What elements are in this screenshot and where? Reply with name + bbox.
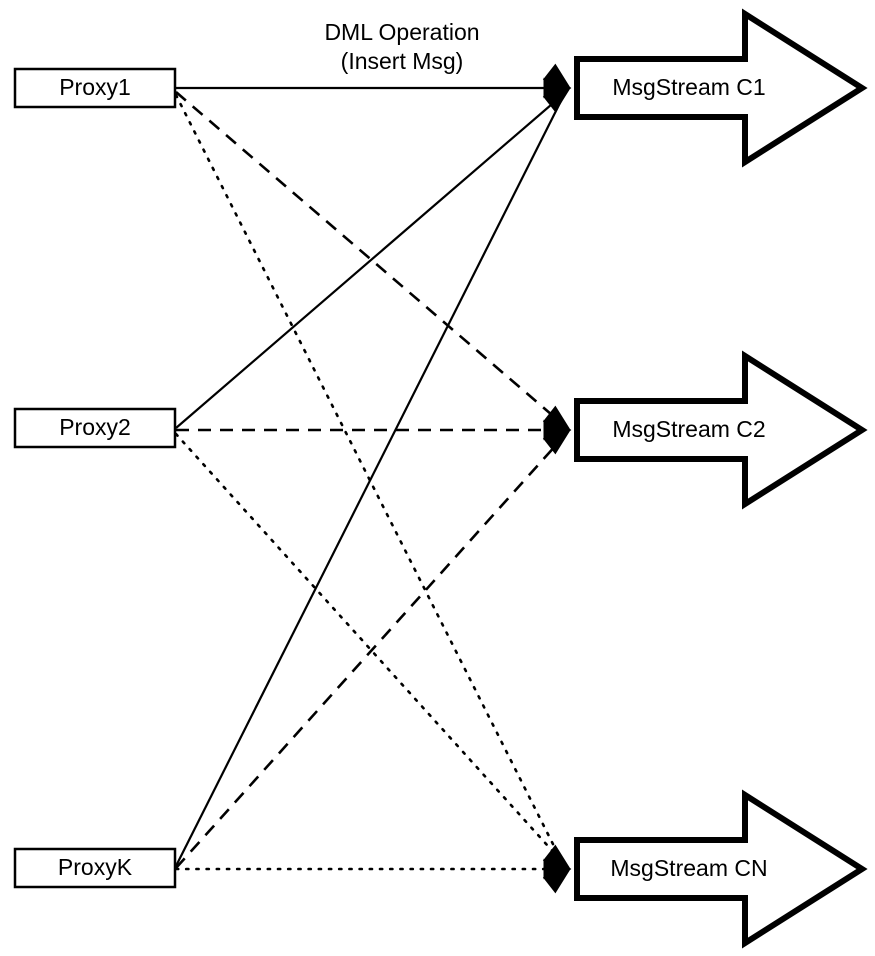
msgstream-label-c2: MsgStream C2 [612, 416, 765, 442]
connection-layer [174, 86, 570, 871]
edge-annotation-dml-operation: DML Operation (Insert Msg) [324, 19, 479, 74]
proxy-node-proxy1[interactable]: Proxy1 [13, 67, 177, 109]
block-arrow-icon-c2[interactable] [574, 350, 868, 510]
proxy-box-proxy2[interactable] [13, 407, 177, 449]
connection-proxy1-to-msgstream-c2[interactable] [175, 91, 567, 428]
arrowhead-icon-msgstream-cn [542, 844, 572, 894]
msgstream-node-group: MsgStream C1 MsgStream C2 MsgStream CN [574, 8, 868, 949]
proxy-box-proxy1[interactable] [13, 67, 177, 109]
arrowhead-barb [542, 844, 572, 870]
arrowhead-icon-msgstream-c2 [542, 405, 572, 455]
connection-proxyk-to-msgstream-c2[interactable] [175, 433, 567, 869]
proxy-box-proxyk[interactable] [13, 847, 177, 889]
msgstream-node-c1[interactable]: MsgStream C1 [574, 8, 868, 168]
arrowhead-layer [542, 63, 572, 894]
proxy-node-proxyk[interactable]: ProxyK [13, 847, 177, 889]
edge-annotation-line1: DML Operation [324, 19, 479, 45]
msgstream-node-c2[interactable]: MsgStream C2 [574, 350, 868, 510]
msgstream-label-c1: MsgStream C1 [612, 74, 765, 100]
proxy-label-proxy2: Proxy2 [59, 414, 131, 440]
arrowhead-barb [542, 63, 572, 89]
block-arrow-icon-c1[interactable] [574, 8, 868, 168]
proxy-node-proxy2[interactable]: Proxy2 [13, 407, 177, 449]
connection-proxy2-to-msgstream-c1[interactable] [175, 91, 567, 429]
msgstream-node-cn[interactable]: MsgStream CN [574, 789, 868, 949]
block-arrow-icon-cn[interactable] [574, 789, 868, 949]
proxy-node-group: Proxy1 Proxy2 ProxyK [13, 67, 177, 889]
connection-proxyk-to-msgstream-c1[interactable] [175, 94, 565, 867]
edge-annotation-line2: (Insert Msg) [341, 48, 464, 74]
proxy-label-proxyk: ProxyK [58, 854, 133, 880]
arrowhead-icon-msgstream-c1 [542, 63, 572, 113]
arrowhead-barb [542, 405, 572, 431]
msgstream-label-cn: MsgStream CN [610, 855, 767, 881]
proxy-label-proxy1: Proxy1 [59, 74, 131, 100]
